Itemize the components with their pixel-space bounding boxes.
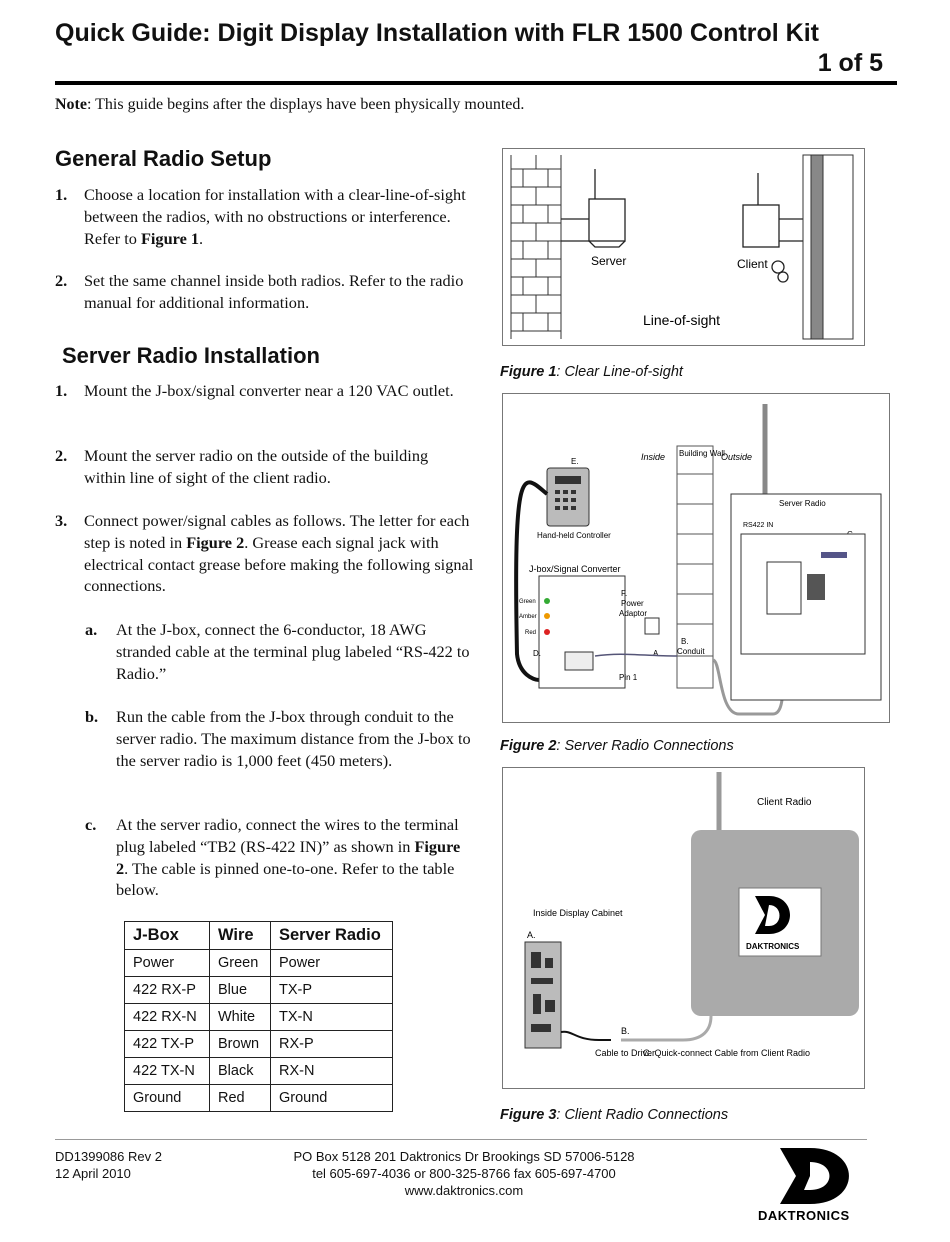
svg-text:B.: B. (681, 637, 689, 646)
client-radio-connections-diagram: Client Radio DAKTRONICS Inside Display C… (524, 772, 859, 1058)
svg-text:A.: A. (527, 930, 536, 940)
table-header-row: J-Box Wire Server Radio (124, 921, 393, 950)
footer-doc-info: DD1399086 Rev 2 12 April 2010 (55, 1149, 162, 1181)
svg-text:Adaptor: Adaptor (619, 609, 647, 618)
page-counter: 1 of 5 (817, 49, 883, 77)
driver-board-icon (524, 941, 562, 1049)
figure-2-caption: Figure 2: Server Radio Connections (500, 738, 734, 754)
svg-text:Building Wall: Building Wall (679, 449, 725, 458)
server-radio-connections-diagram: Inside Outside Building Wall B. Conduit … (514, 404, 882, 716)
jbox-icon (538, 575, 626, 689)
svg-text:D.: D. (533, 649, 541, 658)
svg-text:Inside: Inside (641, 452, 665, 462)
brick-wall (510, 155, 562, 339)
svg-text:C. Quick-connect Cable from Cl: C. Quick-connect Cable from Client Radio (643, 1048, 810, 1058)
svg-text:Red: Red (525, 630, 536, 636)
svg-text:Outside: Outside (721, 452, 752, 462)
header-rule (55, 81, 897, 85)
figure-2: Inside Outside Building Wall B. Conduit … (502, 393, 890, 723)
svg-text:Pin 1: Pin 1 (619, 673, 638, 682)
daktronics-logo: DAKTRONICS (758, 1146, 880, 1224)
svg-text:DAKTRONICS: DAKTRONICS (746, 942, 800, 951)
figure-1-caption: Figure 1: Clear Line-of-sight (500, 364, 683, 380)
svg-text:Conduit: Conduit (677, 647, 705, 656)
svg-text:F.: F. (621, 589, 627, 598)
svg-text:Power: Power (621, 599, 644, 608)
server-radio-icon (561, 169, 626, 248)
line-of-sight-diagram: Server Client Line-of-sight (510, 154, 854, 340)
figure-1: Server Client Line-of-sight (502, 148, 865, 346)
footer-rule (55, 1139, 867, 1140)
note: Note: This guide begins after the displa… (55, 96, 525, 113)
svg-text:J-box/Signal Converter: J-box/Signal Converter (529, 564, 621, 574)
svg-text:E.: E. (571, 457, 579, 466)
svg-text:Line-of-sight: Line-of-sight (643, 312, 720, 328)
figure-3: Client Radio DAKTRONICS Inside Display C… (502, 767, 865, 1089)
page-title: Quick Guide: Digit Display Installation … (55, 18, 883, 78)
footer-contact: PO Box 5128 201 Daktronics Dr Brookings … (270, 1148, 658, 1199)
svg-text:Client Radio: Client Radio (757, 797, 812, 808)
svg-text:Server: Server (591, 254, 626, 268)
website-link[interactable]: www.daktronics.com (404, 1183, 524, 1198)
daktronics-logo (755, 896, 790, 934)
heading-server-radio-installation: Server Radio Installation (62, 343, 320, 368)
svg-text:DAKTRONICS: DAKTRONICS (758, 1208, 850, 1223)
heading-general-radio-setup: General Radio Setup (55, 146, 272, 171)
svg-text:Green: Green (519, 599, 536, 605)
svg-text:A.: A. (653, 649, 661, 658)
svg-text:RS422 IN: RS422 IN (743, 522, 773, 529)
client-radio-icon (742, 173, 803, 283)
svg-text:Hand-held Controller: Hand-held Controller (537, 531, 611, 540)
svg-text:Client: Client (737, 257, 768, 271)
title-line-1: Quick Guide: Digit Display Installation … (55, 19, 819, 47)
svg-text:B.: B. (621, 1026, 630, 1036)
svg-text:Server Radio: Server Radio (779, 499, 826, 508)
svg-text:Amber: Amber (519, 614, 537, 620)
svg-text:Cable to Driver: Cable to Driver (595, 1048, 655, 1058)
figure-3-caption: Figure 3: Client Radio Connections (500, 1107, 729, 1123)
svg-text:Inside Display Cabinet: Inside Display Cabinet (533, 908, 623, 918)
